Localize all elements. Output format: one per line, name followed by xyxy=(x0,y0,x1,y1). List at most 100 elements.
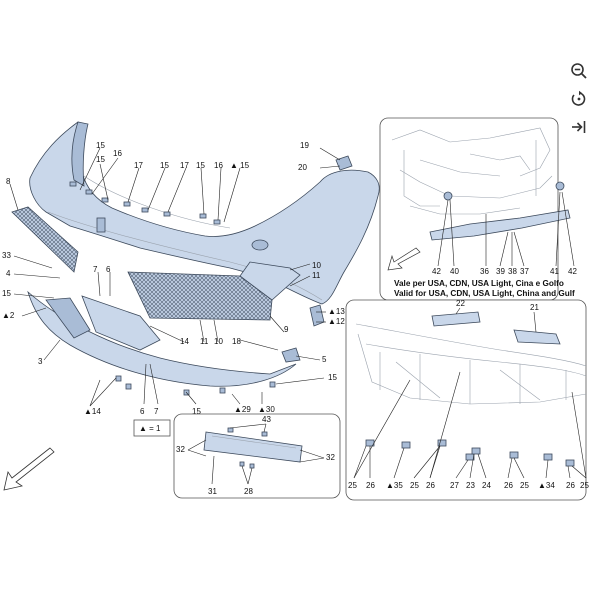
callout-label: 6 xyxy=(106,265,111,274)
direction-arrow xyxy=(3,447,55,491)
main-callout-labels: 15 16 15 17 15 17 15 16 ▲ 15 8 19 20 33 … xyxy=(2,141,345,416)
reset-rotation-button[interactable] xyxy=(566,86,592,112)
callout-label: 15 xyxy=(160,161,169,170)
callout-label: 28 xyxy=(244,487,253,496)
callout-label: 5 xyxy=(322,355,327,364)
callout-label: 24 xyxy=(482,481,491,490)
callout-label: 27 xyxy=(450,481,459,490)
callout-label: ▲2 xyxy=(2,311,15,320)
left-lower-duct xyxy=(45,297,91,339)
legend-text: ▲ = 1 xyxy=(139,424,161,433)
main-assembly: 15 16 15 17 15 17 15 16 ▲ 15 8 19 20 33 … xyxy=(2,121,380,491)
callout-label: 15 xyxy=(196,161,205,170)
callout-label: 14 xyxy=(180,337,189,346)
mount-left xyxy=(443,191,453,201)
reinforcement-bar xyxy=(429,209,571,241)
callout-label: 11 xyxy=(312,271,321,280)
callout-label: ▲30 xyxy=(258,405,275,414)
badge-slot xyxy=(96,217,106,233)
callout-label: 4 xyxy=(6,269,11,278)
callout-label: 10 xyxy=(312,261,321,270)
central-grille xyxy=(127,271,273,321)
callout-label: 10 xyxy=(214,337,223,346)
inset-plate-panel: 43 32 32 31 28 xyxy=(173,413,341,499)
inset-right-panel: 22 21 xyxy=(345,299,589,501)
callout-label: 25 xyxy=(348,481,357,490)
left-air-duct xyxy=(81,295,161,351)
left-side-grille xyxy=(11,206,79,273)
callout-label: 3 xyxy=(38,357,43,366)
callout-label: 41 xyxy=(550,267,559,276)
callout-label: 31 xyxy=(208,487,217,496)
variant-note-it: Vale per USA, CDN, USA Light, Cina e Gol… xyxy=(394,279,564,288)
collapse-panel-button[interactable] xyxy=(566,114,592,140)
front-bumper-cover xyxy=(29,121,380,305)
callout-label: 15 xyxy=(2,289,11,298)
collapse-right-icon xyxy=(572,121,586,133)
callout-label: 21 xyxy=(530,303,539,312)
callout-label: ▲34 xyxy=(538,481,555,490)
callout-label: 23 xyxy=(466,481,475,490)
callout-label: 22 xyxy=(456,299,465,308)
callout-label: 16 xyxy=(214,161,223,170)
inset-top-panel: 42 40 36 39 38 37 41 42 Vale per USA, CD… xyxy=(379,117,577,301)
clip-23 xyxy=(471,447,481,455)
part-22 xyxy=(431,311,481,327)
clip-34 xyxy=(543,453,553,461)
bracket-12-13 xyxy=(309,304,325,327)
variant-note-en: Valid for USA, CDN, USA Light, China and… xyxy=(394,289,575,298)
callout-label: 15 xyxy=(328,373,337,382)
callout-label: 26 xyxy=(504,481,513,490)
callout-label: 42 xyxy=(568,267,577,276)
callout-label: 8 xyxy=(6,177,11,186)
callout-label: 6 xyxy=(140,407,145,416)
callout-label: 17 xyxy=(180,161,189,170)
callout-label: ▲29 xyxy=(234,405,251,414)
clip-35 xyxy=(401,441,411,449)
callout-label: ▲14 xyxy=(84,407,101,416)
callout-label: 25 xyxy=(580,481,589,490)
callout-label: 25 xyxy=(410,481,419,490)
callout-label: 15 xyxy=(96,155,105,164)
callout-label: 38 xyxy=(508,267,517,276)
bracket-19-20 xyxy=(335,155,353,171)
callout-label: 16 xyxy=(113,149,122,158)
callout-label: 9 xyxy=(284,325,289,334)
callout-label: 37 xyxy=(520,267,529,276)
callout-label: 20 xyxy=(298,163,307,172)
clip-27 xyxy=(465,453,475,461)
callout-label: 15 xyxy=(192,407,201,416)
callout-label: 32 xyxy=(176,445,185,454)
callout-label: 17 xyxy=(134,161,143,170)
callout-label: 42 xyxy=(432,267,441,276)
callout-label: 15 xyxy=(96,141,105,150)
bracket-5 xyxy=(281,347,301,363)
callout-label: ▲13 xyxy=(328,307,345,316)
callout-label: 25 xyxy=(520,481,529,490)
callout-label: 19 xyxy=(300,141,309,150)
callout-label: ▲ 15 xyxy=(230,161,250,170)
callout-label: 39 xyxy=(496,267,505,276)
callout-label: 7 xyxy=(93,265,98,274)
callout-label: 26 xyxy=(426,481,435,490)
leader-lines xyxy=(9,147,341,407)
headlight-recess xyxy=(71,121,89,187)
lower-splitter xyxy=(27,290,297,387)
callout-label: 32 xyxy=(326,453,335,462)
callout-label: 26 xyxy=(366,481,375,490)
callout-label: 18 xyxy=(232,337,241,346)
clip-26c xyxy=(565,459,575,467)
callout-label: 36 xyxy=(480,267,489,276)
part-21 xyxy=(513,329,561,345)
grille-frame-bracket xyxy=(239,261,301,301)
tow-hook-cap xyxy=(251,239,269,251)
inset-direction-arrow xyxy=(387,247,421,271)
callout-label: 43 xyxy=(262,415,271,424)
clip-26 xyxy=(437,439,447,447)
callout-label: ▲35 xyxy=(386,481,403,490)
callout-label: 11 xyxy=(200,337,209,346)
clip-26b xyxy=(509,451,519,459)
mount-right xyxy=(555,181,565,191)
callout-label: ▲12 xyxy=(328,317,345,326)
zoom-out-button[interactable] xyxy=(566,58,592,84)
